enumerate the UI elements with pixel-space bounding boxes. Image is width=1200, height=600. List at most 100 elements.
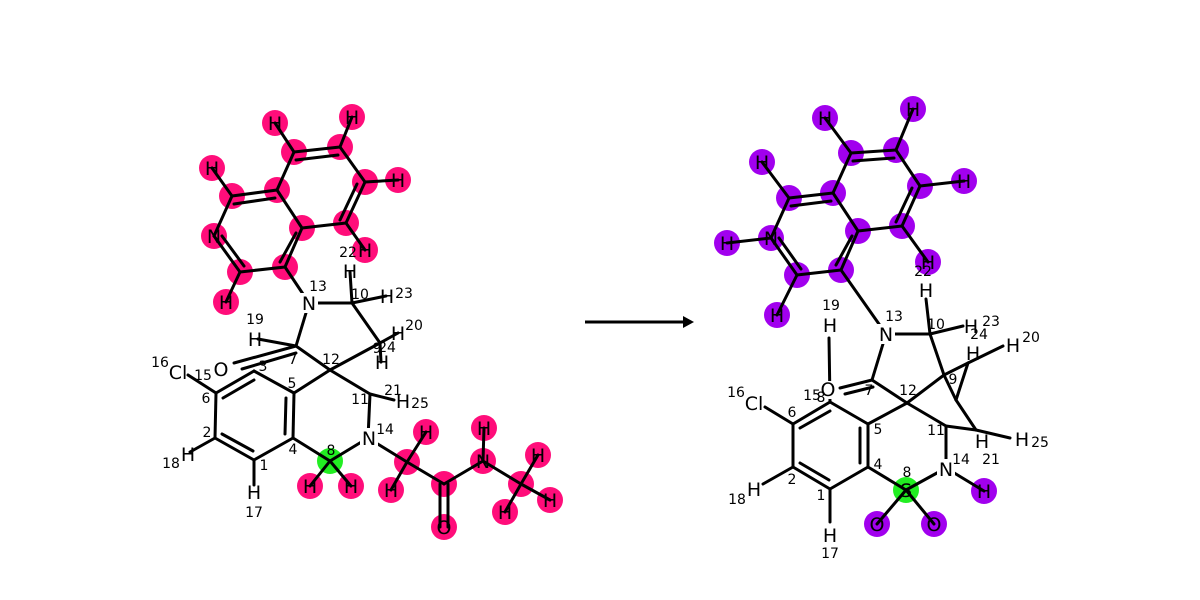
atom-symbol: H xyxy=(419,422,433,444)
atom-symbol: H xyxy=(343,261,357,283)
bond xyxy=(212,234,242,274)
atom-index: 8 xyxy=(903,465,912,481)
product-bonds xyxy=(725,107,1012,526)
atom-index: 20 xyxy=(405,318,423,334)
atom-index: 1 xyxy=(817,488,826,504)
bond xyxy=(763,405,795,426)
atom-index: 13 xyxy=(309,279,327,295)
bond xyxy=(928,332,946,377)
atom-label: H xyxy=(964,316,978,338)
atom-symbol: H xyxy=(966,343,980,365)
bond xyxy=(843,385,875,396)
atom-label: N xyxy=(207,226,221,248)
atom-symbol: H xyxy=(396,391,410,413)
bond xyxy=(275,188,304,230)
atom-label: O xyxy=(927,514,942,536)
atom-symbol: H xyxy=(247,482,261,504)
reactant-molecule: H H H H H H N H H N H H H O Cl H H H H H… xyxy=(151,104,563,540)
atom-label: H xyxy=(268,113,282,135)
product-atom-labels: H H H H H H N H H H N H H H H O Cl H H S… xyxy=(720,99,1029,547)
atom-label: H xyxy=(205,158,219,180)
atom-label: H xyxy=(823,525,837,547)
bond xyxy=(212,194,234,238)
bond xyxy=(389,460,409,492)
bond xyxy=(924,297,932,336)
atom-symbol: N xyxy=(476,451,490,473)
bond xyxy=(378,341,383,364)
bond xyxy=(966,344,1005,365)
reactant-atom-labels: H H H H H H N H H N H H H O Cl H H H H H… xyxy=(169,107,557,539)
atom-label: H xyxy=(181,444,195,466)
atom-index: 13 xyxy=(885,309,903,325)
atom-label: N xyxy=(877,324,895,346)
atom-symbol: H xyxy=(747,479,761,501)
atom-index: 18 xyxy=(162,456,180,472)
atom-index: 14 xyxy=(952,452,970,468)
atom-index: 4 xyxy=(874,457,883,473)
bond xyxy=(954,398,978,432)
atom-symbol: H xyxy=(303,476,317,498)
bond xyxy=(769,236,799,277)
atom-label: H xyxy=(906,99,920,121)
atom-symbol: O xyxy=(870,514,885,536)
atom-index: 23 xyxy=(395,286,413,302)
atom-label: N xyxy=(937,459,955,481)
label-background xyxy=(360,428,378,448)
bond xyxy=(866,465,908,492)
bond xyxy=(481,459,523,486)
bond xyxy=(942,361,970,377)
atom-symbol: Cl xyxy=(169,362,188,384)
atom-label: H xyxy=(966,343,980,365)
bond xyxy=(328,341,382,372)
bond xyxy=(252,369,296,395)
atom-label: O xyxy=(437,517,452,539)
bond xyxy=(328,368,372,396)
bond xyxy=(769,196,791,240)
bond xyxy=(348,270,354,305)
bond xyxy=(232,344,298,365)
bond xyxy=(292,145,342,154)
bond xyxy=(894,186,914,224)
atom-index: 11 xyxy=(927,423,945,439)
bond xyxy=(798,409,832,430)
bond xyxy=(368,392,396,402)
bond xyxy=(344,221,367,252)
bond xyxy=(974,428,1012,440)
bond xyxy=(760,160,791,200)
bond xyxy=(761,465,795,486)
atom-label: H xyxy=(396,391,410,413)
atom-index: 9 xyxy=(373,341,382,357)
atom-label: H xyxy=(755,152,769,174)
atom-label: H xyxy=(248,329,262,351)
bond xyxy=(828,400,870,426)
atom-index: 5 xyxy=(288,376,297,392)
bond xyxy=(291,391,296,440)
bond xyxy=(238,265,287,274)
atom-index: 18 xyxy=(728,492,746,508)
bond xyxy=(338,182,359,222)
atom-index: 21 xyxy=(982,452,1000,468)
atom-label: H xyxy=(720,233,734,255)
bond xyxy=(839,229,860,272)
atom-label: N xyxy=(764,228,778,250)
atom-symbol: H xyxy=(380,286,394,308)
bond xyxy=(188,436,217,454)
atom-symbol: O xyxy=(437,517,452,539)
atom-label: H xyxy=(531,445,545,467)
bond xyxy=(283,226,304,269)
bond xyxy=(230,188,279,198)
atom-label: H xyxy=(384,480,398,502)
atom-label: O xyxy=(212,359,230,381)
bond xyxy=(405,460,446,486)
bond xyxy=(338,115,354,149)
bond xyxy=(363,178,400,184)
bond xyxy=(294,344,332,372)
atom-symbol: H xyxy=(205,158,219,180)
bond xyxy=(256,337,298,348)
atom-symbol: H xyxy=(818,108,832,130)
bond xyxy=(350,294,388,305)
atom-label: O xyxy=(870,514,885,536)
bond xyxy=(894,107,915,152)
bond xyxy=(405,430,428,464)
label-background xyxy=(300,293,318,313)
